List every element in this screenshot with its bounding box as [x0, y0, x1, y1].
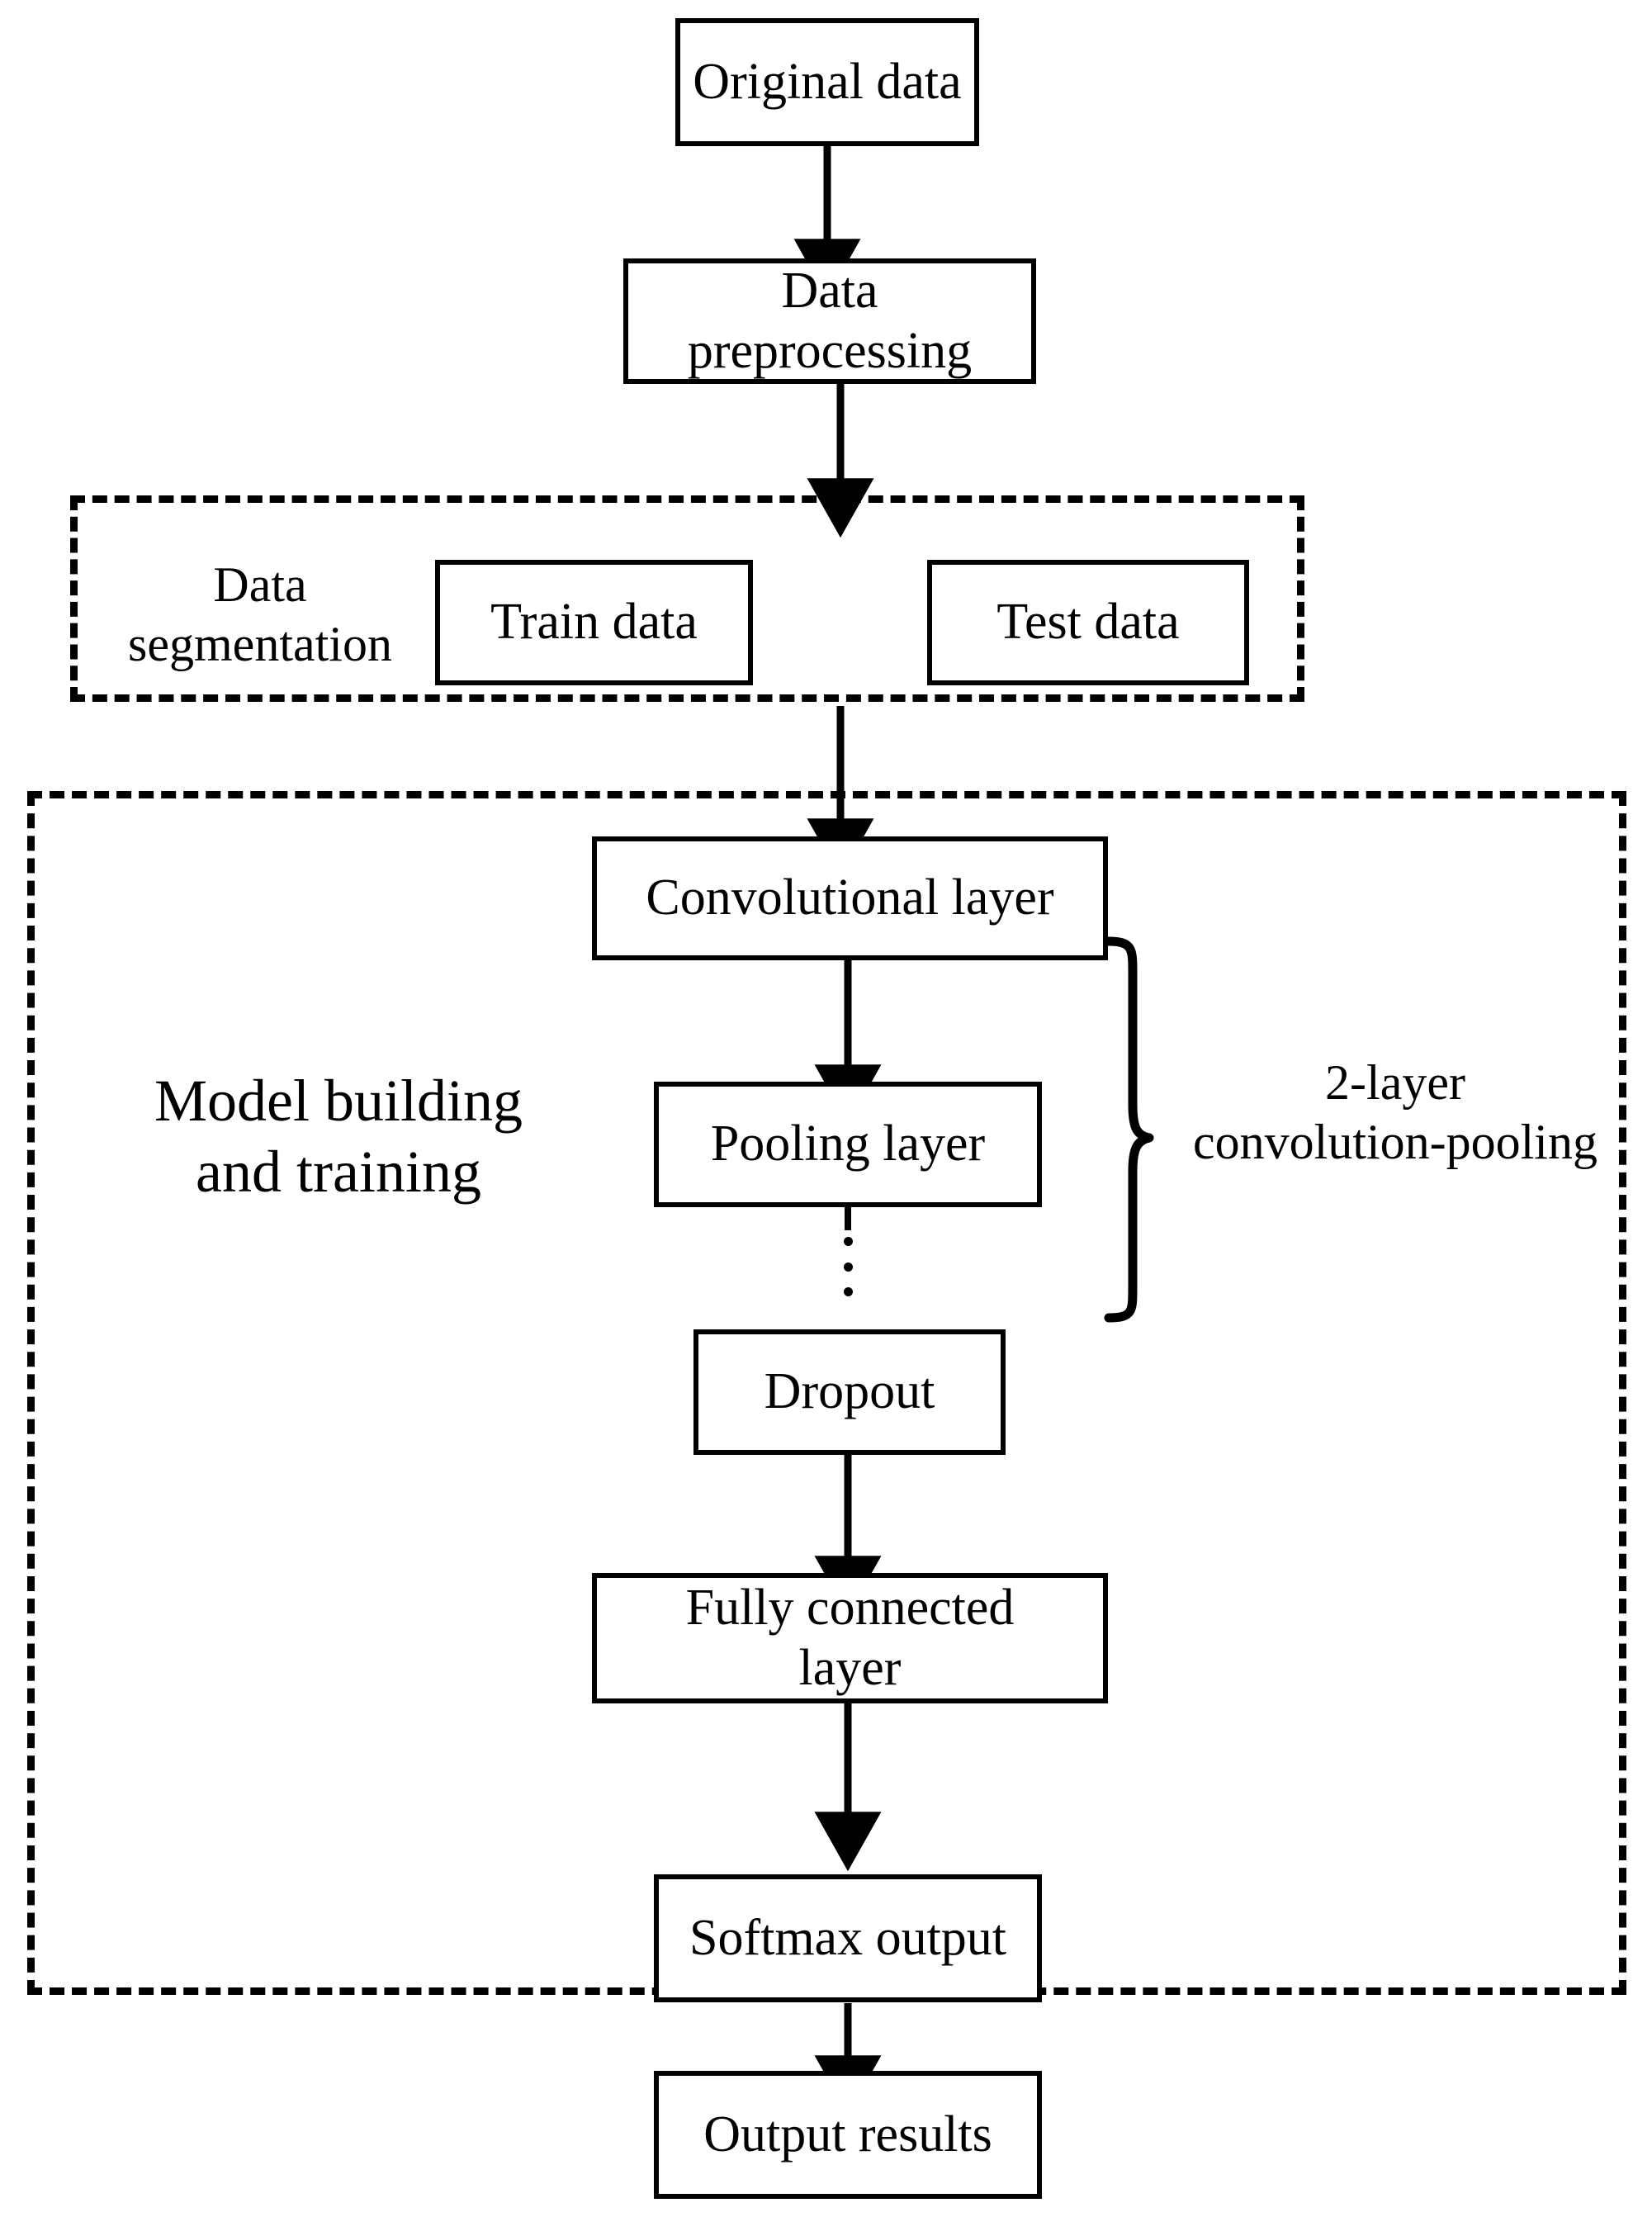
brace-label-2-layer-convolution-pooling: 2-layer convolution-pooling	[1193, 1055, 1598, 1169]
node-label-convolutional-layer: Convolutional layer	[646, 869, 1054, 926]
vertical-ellipsis-icon	[843, 1237, 853, 1296]
node-original-data[interactable]: Original data	[675, 18, 979, 146]
node-test-data[interactable]: Test data	[927, 560, 1249, 685]
node-label-output-results: Output results	[703, 2106, 992, 2163]
ellipsis-dot	[843, 1287, 853, 1296]
ellipsis-dot	[843, 1262, 853, 1272]
node-fully-connected-layer[interactable]: Fully connected layer	[592, 1573, 1108, 1703]
node-pooling-layer[interactable]: Pooling layer	[654, 1082, 1042, 1207]
node-label-data-preprocessing: Data preprocessing	[687, 262, 973, 379]
node-data-preprocessing[interactable]: Data preprocessing	[623, 258, 1036, 384]
node-dropout[interactable]: Dropout	[693, 1329, 1006, 1455]
group-label-data-segmentation: Data segmentation	[128, 557, 392, 671]
node-softmax-output[interactable]: Softmax output	[654, 1874, 1042, 2002]
node-label-dropout: Dropout	[764, 1363, 935, 1420]
node-output-results[interactable]: Output results	[654, 2071, 1042, 2199]
node-label-train-data: Train data	[490, 594, 698, 651]
group-label-model-building-and-training: Model building and training	[154, 1068, 523, 1206]
group-data-segmentation	[70, 495, 1304, 702]
node-train-data[interactable]: Train data	[435, 560, 753, 685]
node-label-fully-connected-layer: Fully connected layer	[685, 1579, 1015, 1696]
node-label-pooling-layer: Pooling layer	[710, 1116, 986, 1172]
node-label-softmax-output: Softmax output	[689, 1909, 1007, 1966]
ellipsis-dot	[843, 1237, 853, 1246]
node-convolutional-layer[interactable]: Convolutional layer	[592, 836, 1108, 960]
node-label-original-data: Original data	[693, 53, 962, 110]
brace-convolution-pooling	[1104, 936, 1154, 1323]
node-label-test-data: Test data	[996, 594, 1180, 651]
